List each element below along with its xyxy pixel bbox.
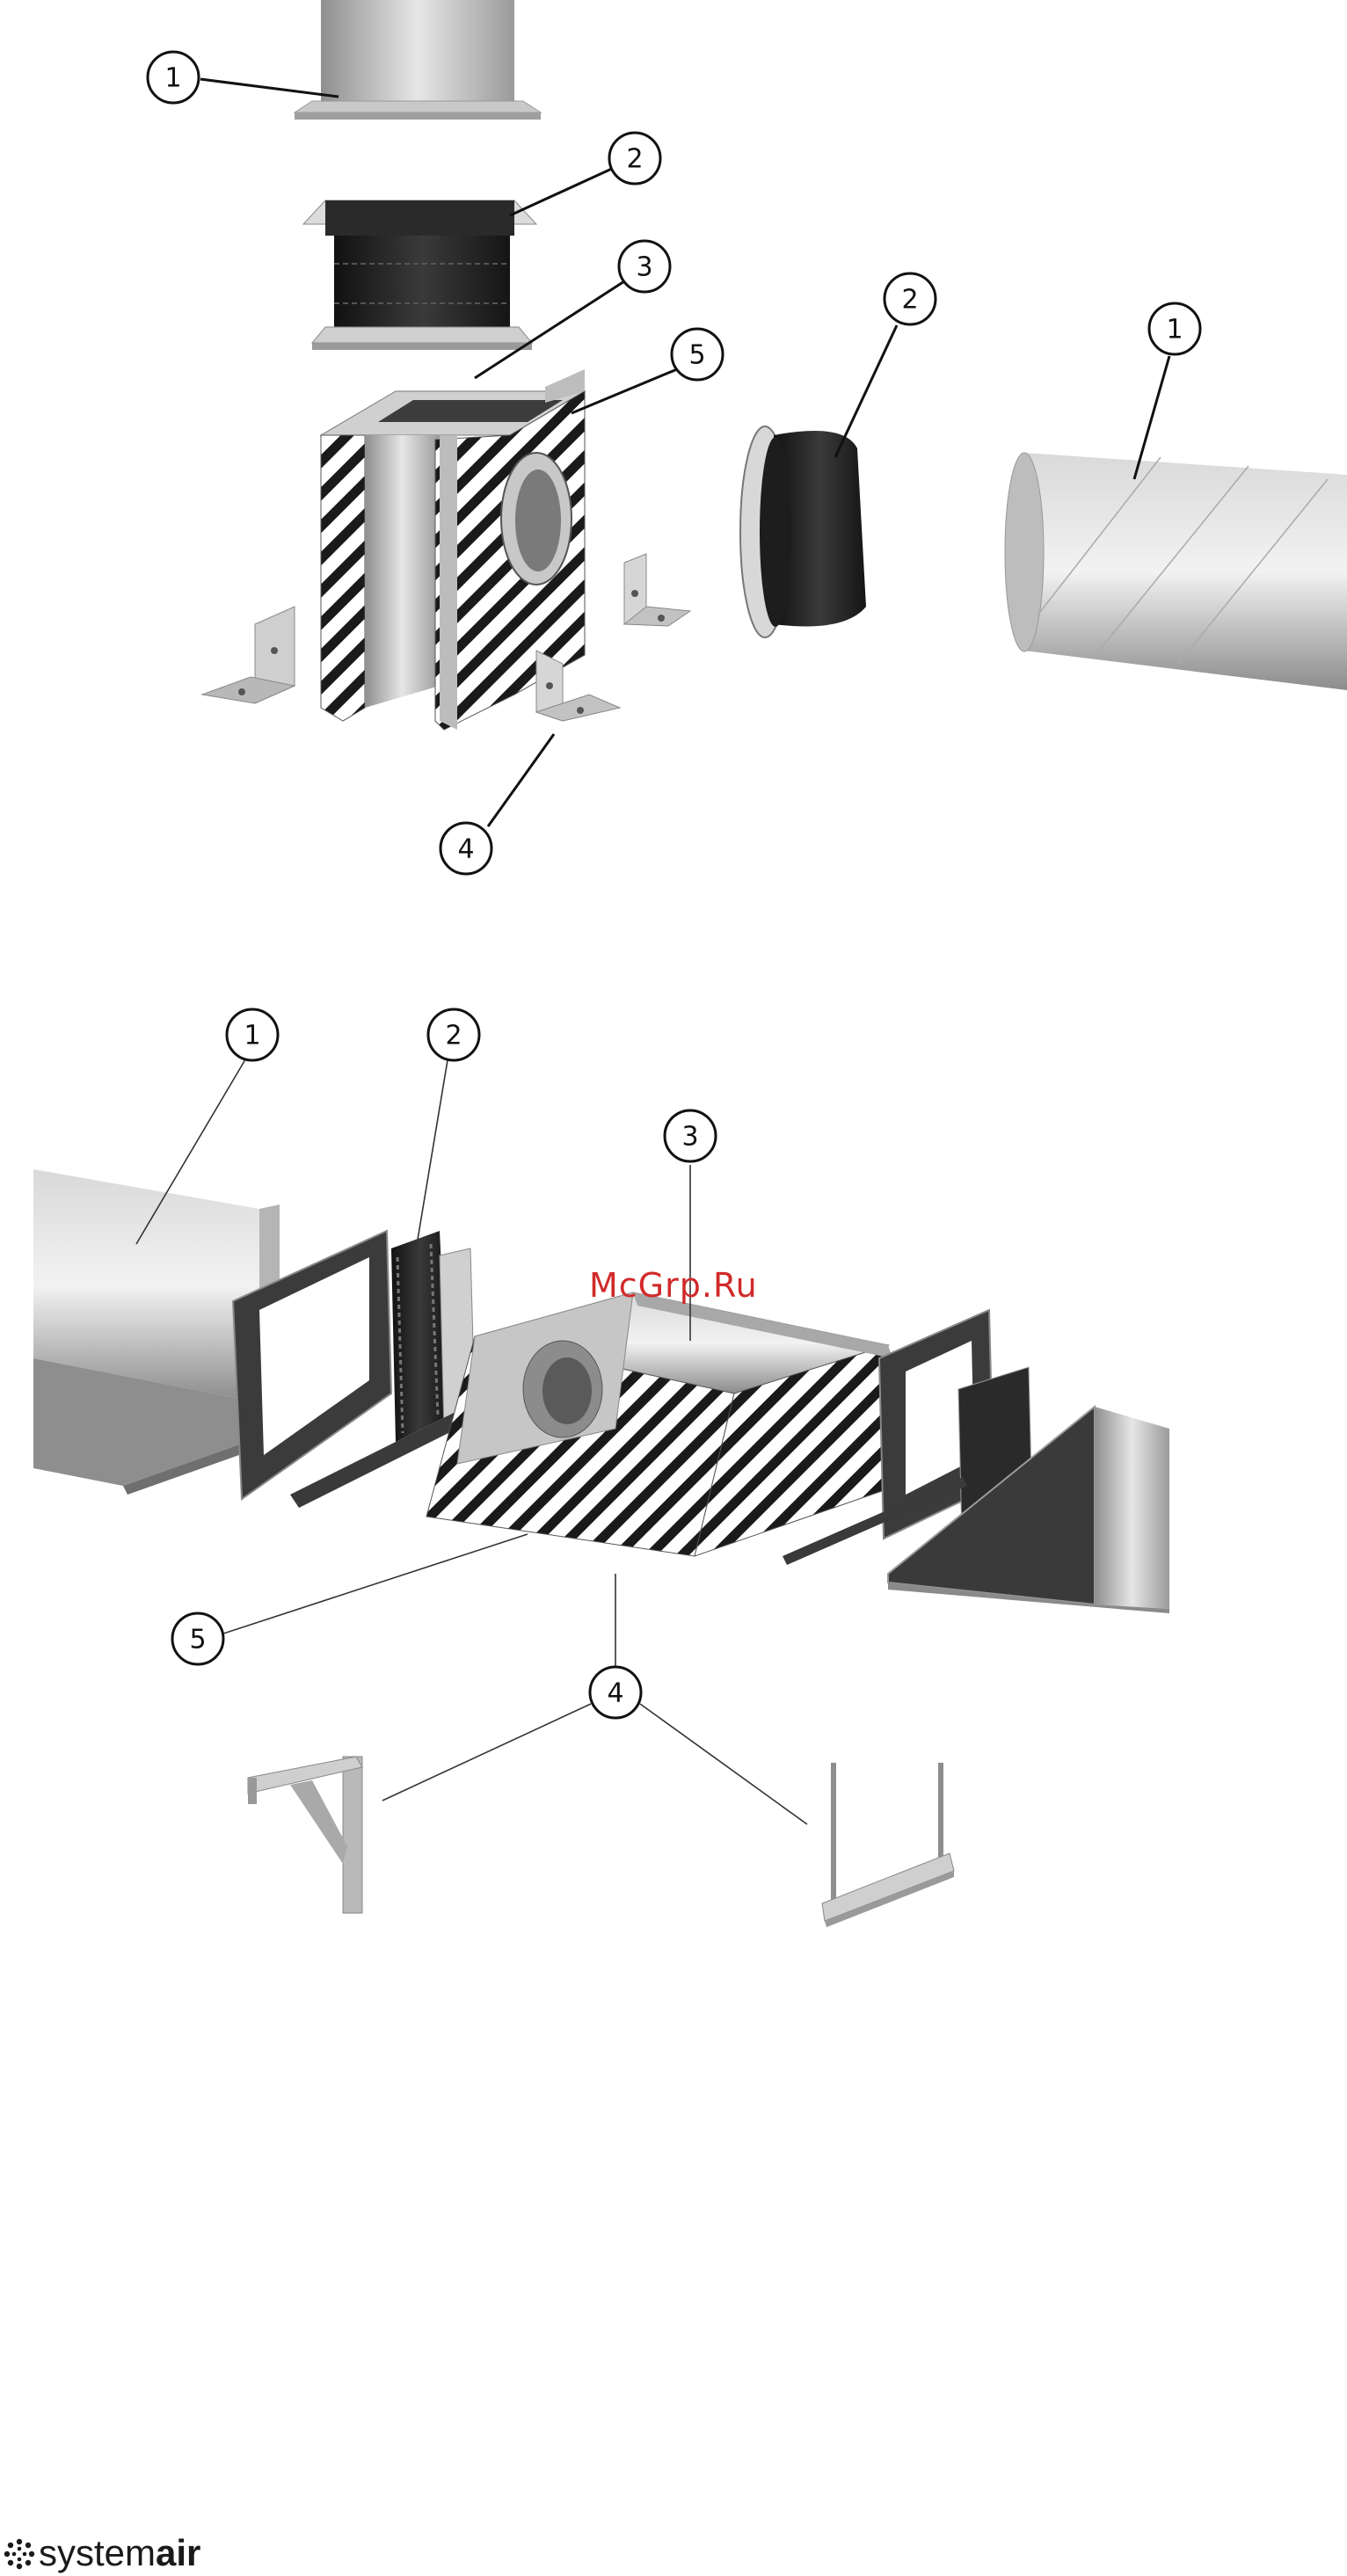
brand-name: systemair bbox=[39, 2532, 200, 2574]
callout-bottom-1: 1 bbox=[227, 1009, 278, 1060]
callout-bottom-2: 2 bbox=[428, 1009, 479, 1060]
svg-text:1: 1 bbox=[164, 63, 181, 94]
systemair-logo-icon bbox=[4, 2539, 34, 2569]
svg-text:3: 3 bbox=[681, 1122, 698, 1153]
top-bracket-left bbox=[202, 607, 295, 703]
bottom-hanger bbox=[822, 1763, 954, 1927]
callout-top-2b: 2 bbox=[885, 273, 936, 324]
leader-bottom-4-right bbox=[640, 1704, 807, 1824]
svg-text:2: 2 bbox=[901, 285, 918, 316]
svg-text:4: 4 bbox=[457, 834, 474, 865]
top-flex-connector bbox=[303, 200, 536, 350]
leader-top-5 bbox=[572, 369, 677, 413]
leader-bottom-5 bbox=[218, 1534, 528, 1635]
brand-name-bold: air bbox=[156, 2532, 200, 2573]
callout-top-5: 5 bbox=[672, 329, 723, 380]
top-bracket-right bbox=[624, 554, 690, 626]
callout-top-4: 4 bbox=[441, 823, 491, 874]
svg-text:2: 2 bbox=[445, 1021, 462, 1052]
watermark-text: McGrp.Ru bbox=[589, 1266, 758, 1305]
svg-text:2: 2 bbox=[626, 144, 643, 175]
callout-top-1: 1 bbox=[148, 52, 199, 103]
svg-text:5: 5 bbox=[189, 1625, 206, 1655]
callout-bottom-4: 4 bbox=[590, 1667, 641, 1718]
svg-text:4: 4 bbox=[607, 1678, 623, 1709]
leader-bottom-4-left bbox=[382, 1704, 591, 1801]
top-bracket-center bbox=[536, 651, 620, 721]
top-duct-square bbox=[295, 0, 541, 120]
leader-top-2b bbox=[835, 325, 897, 457]
svg-text:3: 3 bbox=[636, 252, 652, 283]
callout-top-2: 2 bbox=[609, 133, 660, 184]
brand-name-light: system bbox=[39, 2532, 156, 2573]
svg-text:1: 1 bbox=[1166, 315, 1183, 346]
callout-top-1b: 1 bbox=[1149, 303, 1200, 354]
bottom-wall-bracket bbox=[248, 1757, 362, 1913]
bottom-diagram: 1 2 3 5 4 bbox=[33, 1009, 1169, 1927]
callout-bottom-3: 3 bbox=[665, 1110, 716, 1161]
svg-text:1: 1 bbox=[244, 1021, 260, 1052]
callout-bottom-5: 5 bbox=[172, 1613, 223, 1664]
leader-top-1b bbox=[1134, 356, 1169, 479]
leader-top-1 bbox=[200, 79, 339, 97]
brand-logo: systemair bbox=[39, 2532, 200, 2574]
top-diagram: 1 2 3 5 2 1 4 bbox=[148, 0, 1347, 874]
top-duct-round bbox=[1005, 453, 1347, 690]
bottom-fan-box bbox=[426, 1292, 897, 1556]
callout-top-3: 3 bbox=[619, 241, 670, 292]
leader-top-2 bbox=[510, 167, 615, 215]
svg-text:5: 5 bbox=[688, 340, 705, 371]
top-round-flex bbox=[740, 426, 866, 637]
leader-top-4 bbox=[488, 734, 554, 826]
